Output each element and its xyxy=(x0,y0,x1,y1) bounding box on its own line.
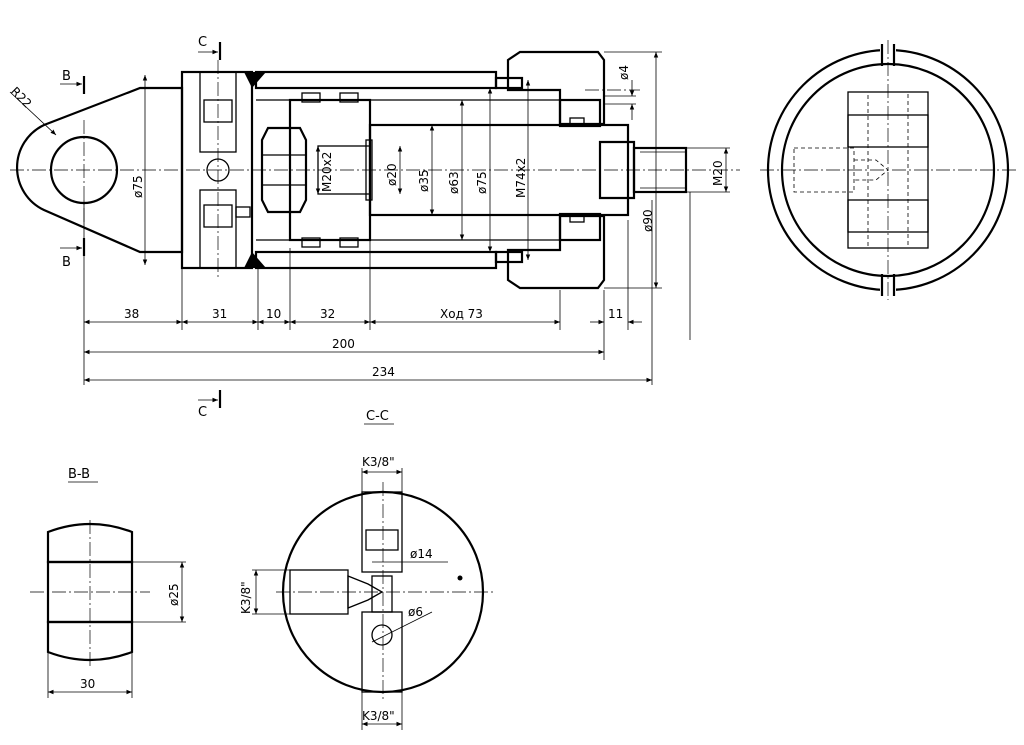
dim-d35: ø35 xyxy=(417,169,431,192)
dim-234: 234 xyxy=(372,365,395,379)
end-view xyxy=(760,40,1016,302)
dim-d4: ø4 xyxy=(617,65,631,80)
piston-rod xyxy=(368,123,630,217)
dim-11: 11 xyxy=(608,307,623,321)
dim-d90: ø90 xyxy=(641,209,655,232)
dim-m20x2: M20x2 xyxy=(320,152,334,192)
main-dimensions: 38 31 10 32 Ход 73 11 200 234 ø75 R22 M2… xyxy=(8,51,730,385)
dim-k38-bottom: K3/8" xyxy=(362,709,395,723)
section-c-top-label: C xyxy=(198,35,207,50)
dim-d75-left: ø75 xyxy=(131,175,145,198)
dim-38: 38 xyxy=(124,307,139,321)
dim-k38-left: K3/8" xyxy=(239,581,253,614)
gland-cap-bottom xyxy=(506,214,606,290)
dim-k38-top: K3/8" xyxy=(362,455,395,469)
section-bb-title: B-B xyxy=(68,467,90,482)
section-cc-title: C-C xyxy=(366,409,389,424)
piston-nut xyxy=(260,126,308,214)
dim-10: 10 xyxy=(266,307,281,321)
section-markers: C C B B xyxy=(60,35,222,420)
dim-d20: ø20 xyxy=(385,163,399,186)
dim-d63: ø63 xyxy=(447,171,461,194)
dim-32: 32 xyxy=(320,307,335,321)
dim-30: 30 xyxy=(80,677,95,691)
rod-thread-m20 xyxy=(632,146,688,194)
dim-m74x2: M74x2 xyxy=(514,158,528,198)
dim-m20: M20 xyxy=(711,160,725,186)
dim-d75: ø75 xyxy=(475,171,489,194)
dim-d14: ø14 xyxy=(410,547,433,561)
main-section-view xyxy=(10,50,740,290)
eye-lug xyxy=(16,86,184,254)
tube-wall-bottom xyxy=(254,250,498,270)
section-c-bottom-label: C xyxy=(198,405,207,420)
tube-wall-top xyxy=(254,70,498,90)
section-bb: B-B ø25 30 xyxy=(30,467,186,698)
section-b-bottom-label: B xyxy=(62,255,71,270)
gland-cap-top xyxy=(506,50,606,126)
dim-200: 200 xyxy=(332,337,355,351)
dim-d25: ø25 xyxy=(167,583,181,606)
section-cc: C-C K3/8" K3/8" K3/8" ø14 ø6 xyxy=(239,409,494,730)
dim-r22: R22 xyxy=(8,84,35,111)
dim-31: 31 xyxy=(212,307,227,321)
dim-d6: ø6 xyxy=(408,605,423,619)
dim-stroke: Ход 73 xyxy=(440,307,483,321)
section-b-top-label: B xyxy=(62,69,71,84)
